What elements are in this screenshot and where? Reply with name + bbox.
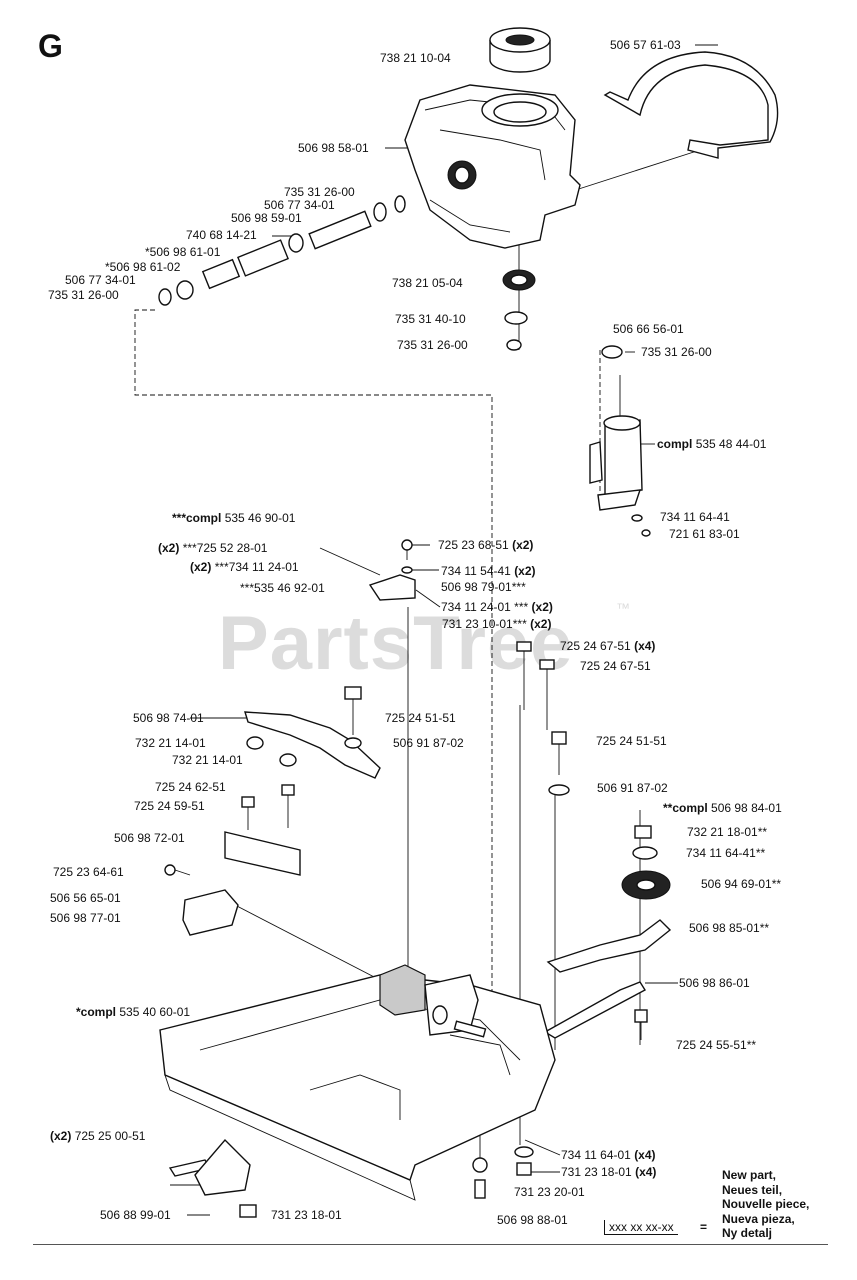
part-label: 506 77 34-01 [65,273,136,287]
part-label: 734 11 54-41 (x2) [441,564,536,578]
part-label: 734 11 24-01 *** (x2) [441,600,553,614]
base-hardware [168,1138,534,1218]
legend-placeholder: xxx xx xx-xx [604,1220,678,1235]
part-label: 734 11 64-01 (x4) [561,1148,656,1162]
part-label: 732 21 14-01 [135,736,206,750]
leader [524,1139,561,1156]
bearing-top [489,27,551,73]
part-label: 506 98 72-01 [114,831,185,845]
part-label: 725 24 59-51 [134,799,205,813]
part-label: 506 56 65-01 [50,891,121,905]
bottom-rule [33,1244,828,1245]
switch-bracket [319,539,416,601]
part-label: *506 98 61-01 [145,245,221,259]
part-label: 734 11 64-41** [686,846,766,860]
legend-line: Ny detalj [722,1226,773,1240]
legend-line: Nouvelle piece, [722,1197,810,1211]
belt-guide-bracket [603,51,779,159]
part-label: 506 94 69-01** [701,877,781,891]
guide-line [234,904,381,981]
leader [415,589,441,608]
section-letter: G [38,28,63,64]
bearing-stack [502,269,536,351]
part-label: 732 21 18-01** [687,825,767,839]
part-label: 725 24 51-51 [385,711,456,725]
long-bolts [516,641,570,796]
part-label: 725 24 55-51** [676,1038,756,1052]
part-label: 740 68 14-21 [186,228,257,242]
part-label: ***535 46 92-01 [240,581,325,595]
part-label: 738 21 05-04 [392,276,463,290]
part-label: 506 98 79-01*** [441,580,526,594]
control-lever [244,686,381,779]
part-label: *506 98 61-02 [105,260,181,274]
part-label: 725 24 51-51 [596,734,667,748]
watermark-trademark: ™ [616,600,630,616]
part-label: 506 98 88-01 [497,1213,568,1227]
part-label: compl 535 48 44-01 [657,437,767,451]
legend-line: Neues teil, [722,1182,783,1197]
part-label: 506 98 74-01 [133,711,204,725]
part-label: 506 91 87-02 [597,781,668,795]
gear-housing [404,84,581,249]
part-label: 738 21 10-04 [380,51,451,65]
part-label: (x2) 725 25 00-51 [50,1129,146,1143]
watermark: PartsTree [218,601,574,686]
new-part-legend: New part, Neues teil, Nouvelle piece, Nu… [722,1168,809,1241]
part-label: 506 98 85-01** [689,921,769,935]
block-bolts [224,784,301,876]
part-label: 506 88 99-01 [100,1208,171,1222]
part-label: 731 23 18-01 (x4) [561,1165,656,1179]
legend-line: New part, [722,1168,777,1182]
tensioner-assembly [589,345,651,537]
axle-assembly [158,195,406,306]
part-label: 735 31 26-00 [284,185,355,199]
part-label: (x2) ***725 52 28-01 [158,541,268,555]
part-label: 731 23 20-01 [514,1185,585,1199]
part-label: *compl 535 40 60-01 [76,1005,190,1019]
part-label: 731 23 10-01*** (x2) [442,617,551,631]
idler-pulley-assembly [543,825,672,1040]
part-label: 506 98 77-01 [50,911,121,925]
part-labels: 738 21 10-04 506 57 61-03 506 98 58-01 7… [48,38,782,1227]
part-label: 725 24 67-51 (x4) [560,639,655,653]
part-label: 506 91 87-02 [393,736,464,750]
part-label: 506 77 34-01 [264,198,335,212]
part-label: 506 66 56-01 [613,322,684,336]
part-label: 506 98 59-01 [231,211,302,225]
guide-dashed-line [134,309,493,996]
part-label: 506 98 86-01 [679,976,750,990]
base-frame [159,964,556,1201]
part-label: 735 31 26-00 [641,345,712,359]
part-label: 731 23 18-01 [271,1208,342,1222]
part-label: 721 61 83-01 [669,527,740,541]
legend-line: Nueva pieza, [722,1211,795,1226]
part-label: ***compl 535 46 90-01 [172,511,296,525]
part-label: 725 23 68-51 (x2) [438,538,533,552]
small-bracket [164,864,239,936]
part-label: 734 11 64-41 [660,510,730,524]
part-label: 735 31 40-10 [395,312,466,326]
legend-equals: = [700,1220,708,1234]
part-label: 725 23 64-61 [53,865,124,879]
part-label: 506 98 58-01 [298,141,369,155]
guide-line [559,149,701,196]
part-label: 735 31 26-00 [397,338,468,352]
part-label: 725 24 62-51 [155,780,226,794]
part-label: 725 24 67-51 [580,659,651,673]
part-label: **compl 506 98 84-01 [663,801,782,815]
part-label: (x2) ***734 11 24-01 [190,560,299,574]
part-label: 506 57 61-03 [610,38,681,52]
part-label: 732 21 14-01 [172,753,243,767]
part-label: 735 31 26-00 [48,288,119,302]
